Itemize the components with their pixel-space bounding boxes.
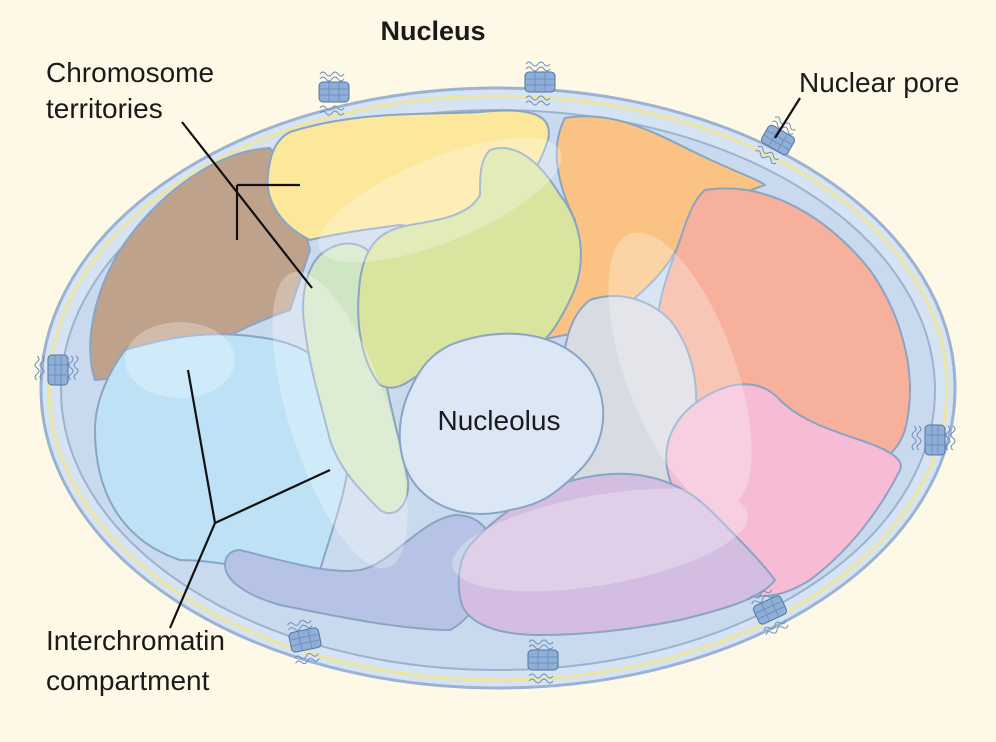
label-interchromatin-line1: Interchromatin xyxy=(46,625,225,656)
label-nucleolus: Nucleolus xyxy=(438,405,561,436)
label-nuclear-pore: Nuclear pore xyxy=(799,67,959,98)
diagram-title: Nucleus xyxy=(380,16,485,46)
label-chromosome-territories-line2: territories xyxy=(46,93,163,124)
label-interchromatin-line2: compartment xyxy=(46,665,210,696)
label-chromosome-territories-line1: Chromosome xyxy=(46,57,214,88)
